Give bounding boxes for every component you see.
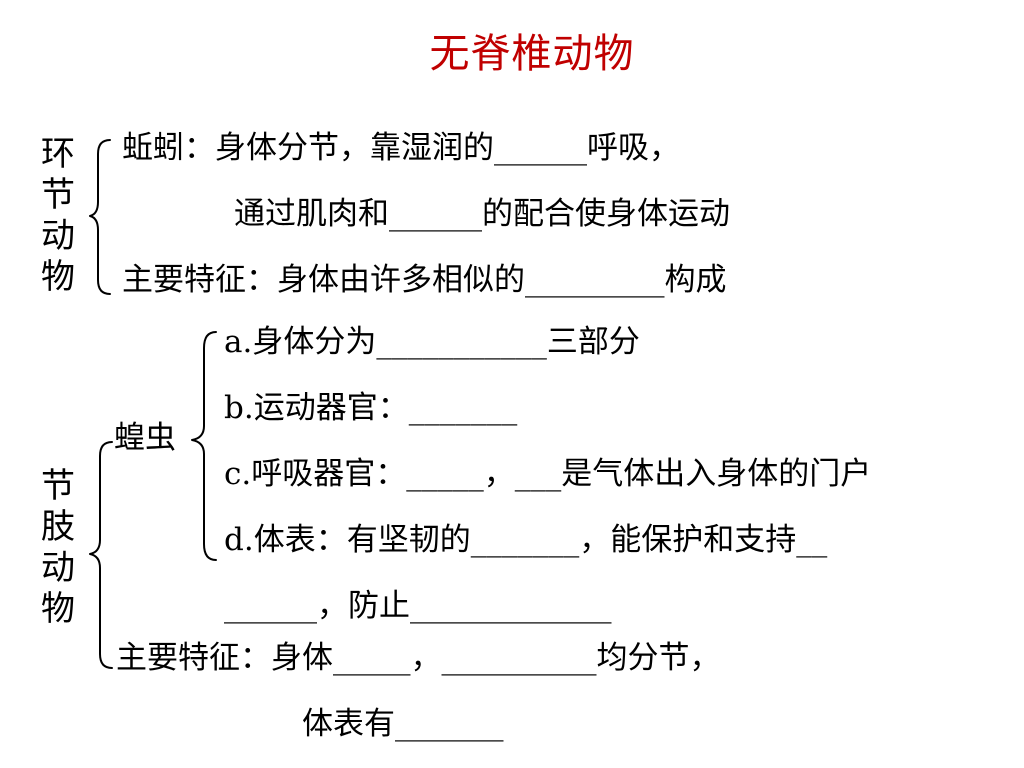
- slide-title: 无脊椎动物: [429, 31, 635, 77]
- arthropod-brace: [89, 441, 113, 669]
- earthworm-line-1: 蚯蚓：身体分节，靠湿润的______呼吸，: [122, 130, 680, 166]
- locust-item-c: c.呼吸器官：_____，___是气体出入身体的门户: [224, 456, 872, 492]
- arthropod-feature-line-2: 体表有_______: [302, 706, 504, 742]
- locust-brace: [191, 331, 217, 561]
- arthropod-label: 节肢动物: [41, 466, 75, 629]
- locust-item-d-continued: ______，防止_____________: [224, 588, 612, 624]
- locust-item-b: b.运动器官：_______: [224, 390, 518, 426]
- locust-item-a: a.身体分为___________三部分: [224, 324, 640, 360]
- annelid-brace: [89, 139, 111, 295]
- earthworm-line-2: 通过肌肉和______的配合使身体运动: [234, 196, 730, 232]
- annelid-label: 环节动物: [41, 134, 75, 297]
- annelid-feature: 主要特征：身体由许多相似的_________构成: [122, 262, 727, 298]
- locust-label: 蝗虫: [114, 420, 176, 456]
- arthropod-feature-line-1: 主要特征：身体_____，__________均分节，: [116, 640, 721, 676]
- locust-item-d: d.体表：有坚韧的_______，能保护和支持__: [224, 522, 828, 558]
